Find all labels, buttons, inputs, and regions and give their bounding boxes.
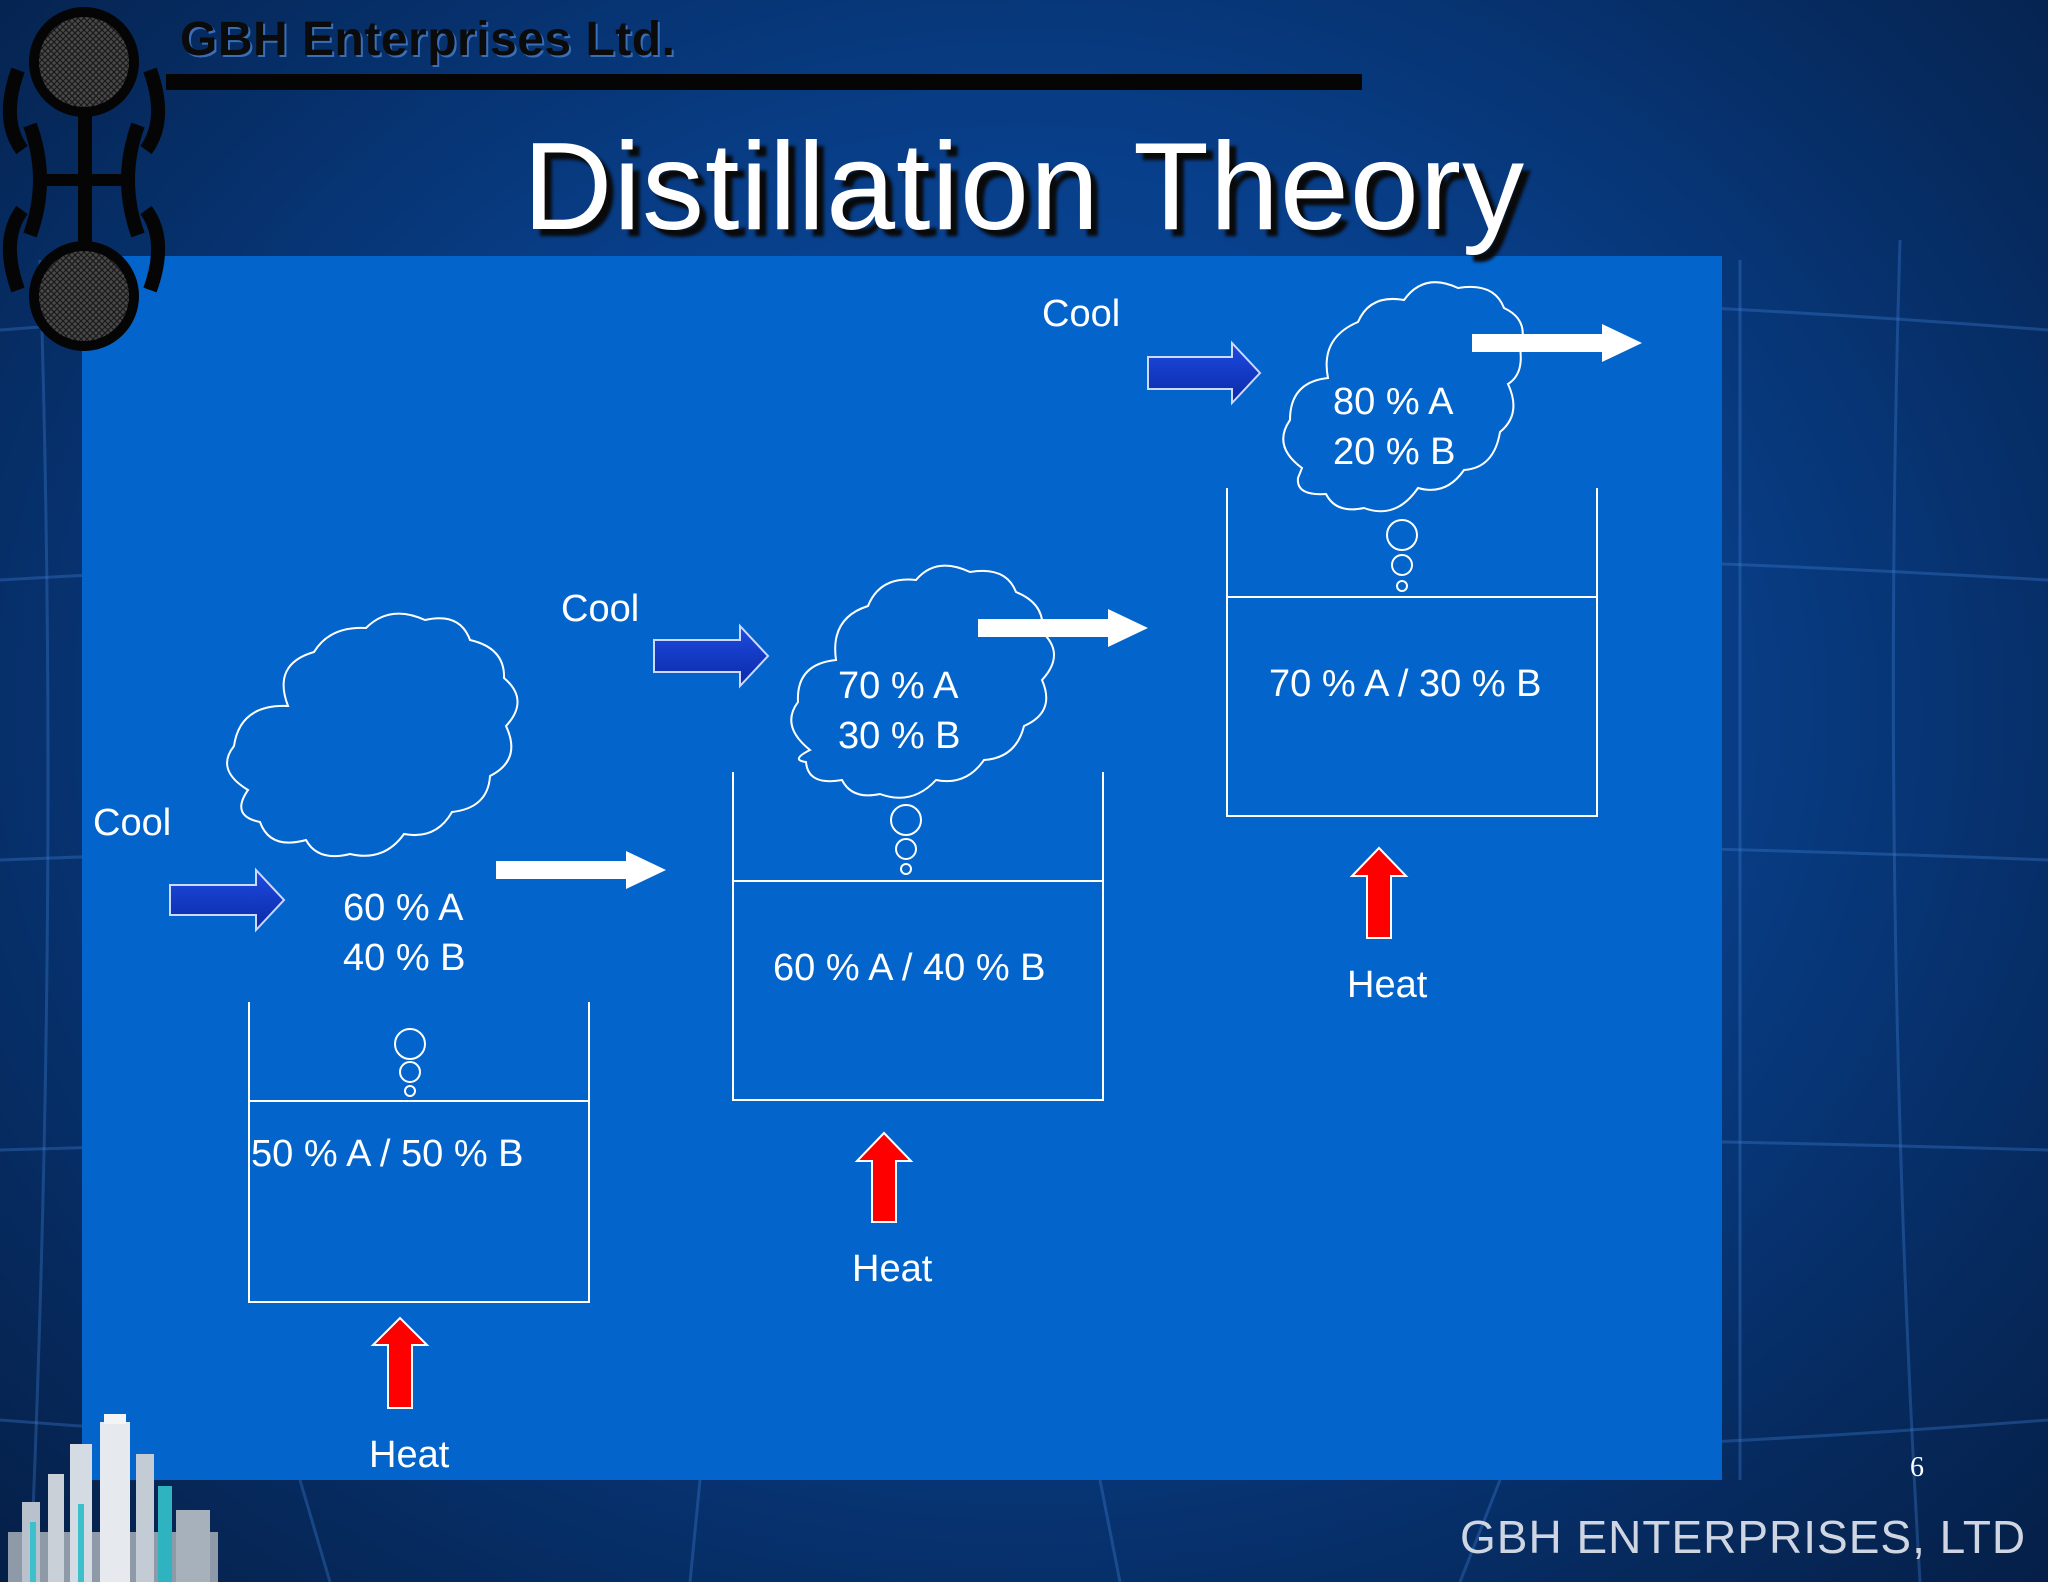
stage-1: Cool 60 % A 40 % B 50 % A / 50 % B Heat bbox=[93, 614, 666, 1476]
cool-label: Cool bbox=[93, 802, 171, 844]
vapor-line-2: 20 % B bbox=[1333, 431, 1456, 473]
cool-arrow-icon bbox=[1148, 343, 1260, 403]
cool-label: Cool bbox=[561, 588, 639, 630]
stage-2: Cool 70 % A 30 % B 60 % A / 40 % B Heat bbox=[561, 566, 1148, 1290]
bubble bbox=[395, 1029, 425, 1059]
bubble bbox=[896, 839, 916, 859]
cool-arrow-icon bbox=[654, 626, 768, 686]
bubble bbox=[901, 864, 911, 874]
vessel bbox=[733, 772, 1103, 1100]
slide-number: 6 bbox=[1910, 1452, 1924, 1484]
heat-arrow-icon bbox=[1352, 848, 1406, 938]
vessel bbox=[1227, 488, 1597, 816]
heat-arrow-icon bbox=[857, 1133, 911, 1222]
bubble bbox=[891, 805, 921, 835]
bubble bbox=[400, 1062, 420, 1082]
liquid-composition: 60 % A / 40 % B bbox=[773, 947, 1046, 989]
cool-arrow-icon bbox=[170, 870, 284, 930]
bubble bbox=[1392, 555, 1412, 575]
heat-label: Heat bbox=[852, 1248, 933, 1290]
heat-label: Heat bbox=[369, 1434, 450, 1476]
cool-label: Cool bbox=[1042, 293, 1120, 335]
bubble bbox=[1387, 520, 1417, 550]
vapor-line-2: 40 % B bbox=[343, 937, 466, 979]
vapor-line-2: 30 % B bbox=[838, 715, 961, 757]
vapor-cloud bbox=[227, 614, 517, 857]
vapor-line-1: 60 % A bbox=[343, 887, 464, 929]
liquid-composition: 70 % A / 30 % B bbox=[1269, 663, 1542, 705]
footer-company: GBH ENTERPRISES, LTD bbox=[1460, 1510, 2026, 1564]
liquid-composition: 50 % A / 50 % B bbox=[251, 1133, 524, 1175]
vapor-out-arrow-icon bbox=[496, 851, 666, 889]
vapor-line-1: 70 % A bbox=[838, 665, 959, 707]
heat-label: Heat bbox=[1347, 964, 1428, 1006]
heat-arrow-icon bbox=[373, 1318, 427, 1408]
refinery-icon bbox=[8, 1414, 218, 1582]
stage-3: Cool 80 % A 20 % B 70 % A / 30 % B Heat bbox=[1042, 282, 1642, 1006]
bubble bbox=[1397, 581, 1407, 591]
vapor-line-1: 80 % A bbox=[1333, 381, 1454, 423]
bubble bbox=[405, 1086, 415, 1096]
